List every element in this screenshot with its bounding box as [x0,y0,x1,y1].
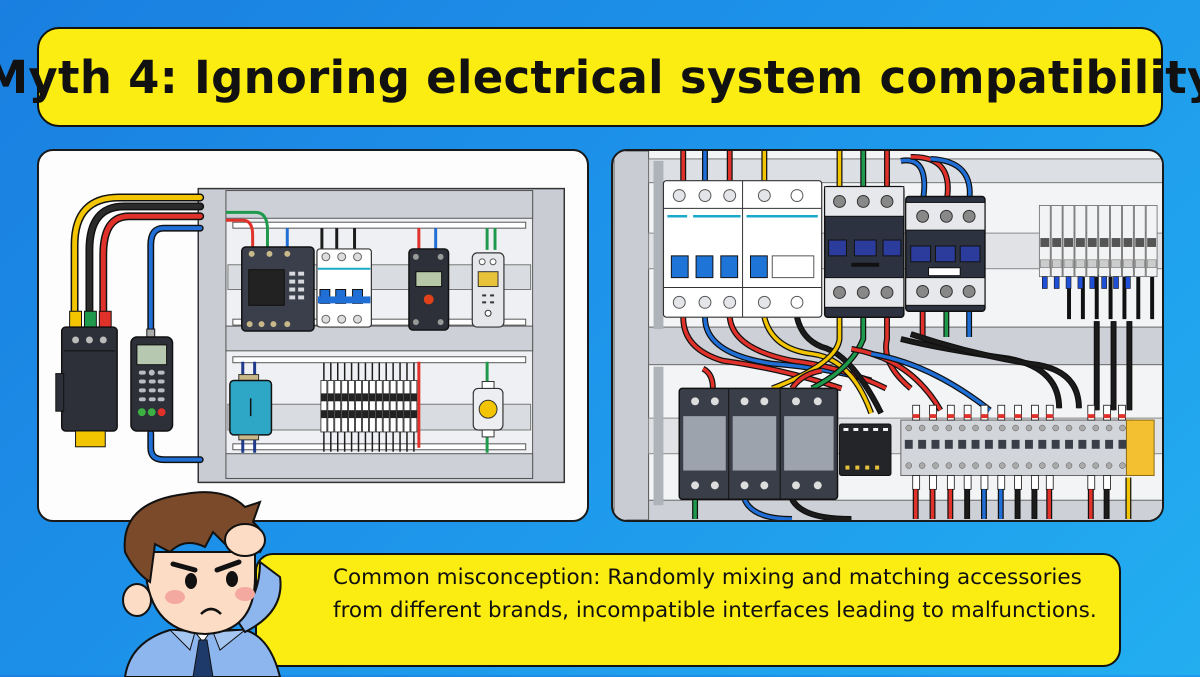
page-title: Myth 4: Ignoring electrical system compa… [0,50,1200,104]
contactor-small-icon [905,195,986,313]
title-banner: Myth 4: Ignoring electrical system compa… [0,27,1200,127]
indicator-lamp-icon [472,381,504,438]
contactor-large-icon [823,185,905,318]
power-supply-icon [229,374,273,441]
adapter-plug-icon [55,310,118,448]
terminal-block-group-top-icon [1038,205,1158,289]
circuit-breaker-icon [316,248,372,328]
circuit-breaker-group-icon [662,180,823,318]
relay-modules-icon [678,387,839,500]
wires-tangle [680,151,1155,520]
cabinet-frame [197,187,566,484]
caption-box: Common misconception: Randomly mixing an… [255,553,1121,667]
character-head [122,491,266,636]
surge-protector-icon [471,252,505,328]
left-illustration-panel [37,149,589,522]
left-cabinet-illustration [55,187,566,484]
caption-text: Common misconception: Randomly mixing an… [333,565,1097,623]
terminal-block-row-icon [900,404,1155,520]
external-cables [70,193,205,464]
terminal-block-strip-icon [320,362,418,452]
power-meter-icon [241,246,315,332]
relay-module-icon [408,248,450,331]
right-wiring-illustration [613,151,1162,520]
right-illustration-panel [611,149,1164,522]
handheld-controller-icon [130,328,174,432]
confused-character-illustration [122,491,282,677]
control-module-icon [839,423,892,476]
